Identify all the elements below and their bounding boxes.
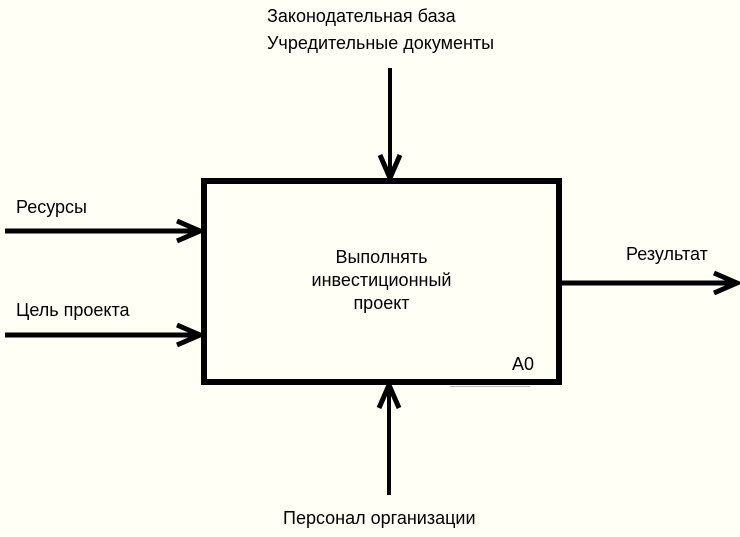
control-label-2: Учредительные документы bbox=[267, 33, 495, 53]
mechanism-label-personnel: Персонал организации bbox=[283, 508, 476, 528]
function-box-a0[interactable]: Выполнять инвестиционный проект A0 bbox=[201, 178, 562, 385]
mechanism-arrow bbox=[376, 378, 402, 495]
function-title: Выполнять инвестиционный проект bbox=[207, 246, 556, 315]
function-title-line-2: инвестиционный bbox=[311, 270, 452, 290]
output-label-result: Результат bbox=[626, 244, 708, 264]
function-id: A0 bbox=[511, 354, 534, 374]
control-arrow bbox=[377, 68, 403, 185]
input-label-resources: Ресурсы bbox=[16, 197, 87, 217]
input-arrow-goal bbox=[5, 322, 207, 348]
input-label-goal: Цель проекта bbox=[16, 300, 130, 320]
faint-underline bbox=[450, 386, 530, 387]
function-title-line-3: проект bbox=[353, 293, 410, 313]
function-title-line-1: Выполнять bbox=[335, 247, 428, 267]
input-arrow-resources bbox=[5, 218, 207, 244]
output-arrow-result bbox=[562, 270, 740, 296]
control-label-1: Законодательная база bbox=[267, 6, 456, 26]
